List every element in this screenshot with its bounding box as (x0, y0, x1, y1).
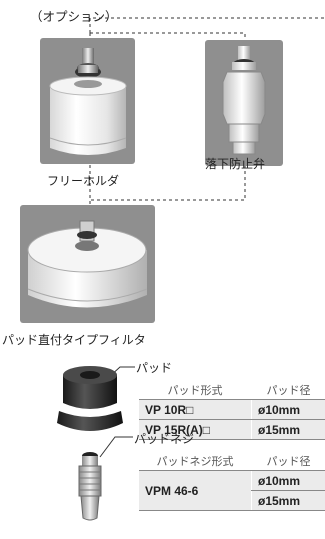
table-header-cell: パッド径 (251, 451, 325, 471)
pad-model-cell: VP 15R(A)□ (139, 419, 252, 440)
table-header-row: パッド形式 パッド径 (139, 380, 325, 400)
table-header-cell: パッドネジ形式 (139, 451, 252, 471)
pad-model-cell: VP 10R□ (139, 399, 252, 420)
screw-model-cell: VPM 46-6 (139, 470, 252, 511)
screw-size-cell: ø10mm (251, 470, 325, 491)
pad-spec-table: パッド形式 パッド径 VP 10R□ ø10mm VP 15R(A)□ ø15m… (139, 380, 325, 440)
pad-label: パッド (136, 361, 173, 375)
check-valve-label: 落下防止弁 (205, 157, 266, 171)
table-header-cell: パッド径 (251, 380, 325, 400)
table-row: VP 15R(A)□ ø15mm (139, 419, 325, 440)
pad-size-cell: ø15mm (251, 419, 325, 440)
pad-screw-image (78, 452, 102, 521)
pad-size-cell: ø10mm (251, 399, 325, 420)
screw-size-cell: ø15mm (251, 490, 325, 511)
table-header-cell: パッド形式 (139, 380, 252, 400)
table-header-row: パッドネジ形式 パッド径 (139, 451, 325, 471)
free-holder-label: フリーホルダ (47, 174, 120, 188)
option-label: （オプション） (30, 9, 118, 24)
table-row: VPM 46-6 ø10mm (139, 470, 325, 511)
free-holder-photo (40, 38, 135, 164)
screw-spec-table: パッドネジ形式 パッド径 VPM 46-6 ø10mm ø15mm (139, 451, 325, 511)
pad-screw-label: パッドネジ (134, 432, 195, 446)
pad-filter-label: パッド直付タイプフィルタ (2, 333, 146, 347)
check-valve-photo (205, 40, 283, 166)
pad-filter-photo (20, 205, 155, 323)
pad-image (57, 366, 123, 431)
table-row: ø15mm (139, 490, 325, 511)
table-row: VP 10R□ ø10mm (139, 399, 325, 420)
